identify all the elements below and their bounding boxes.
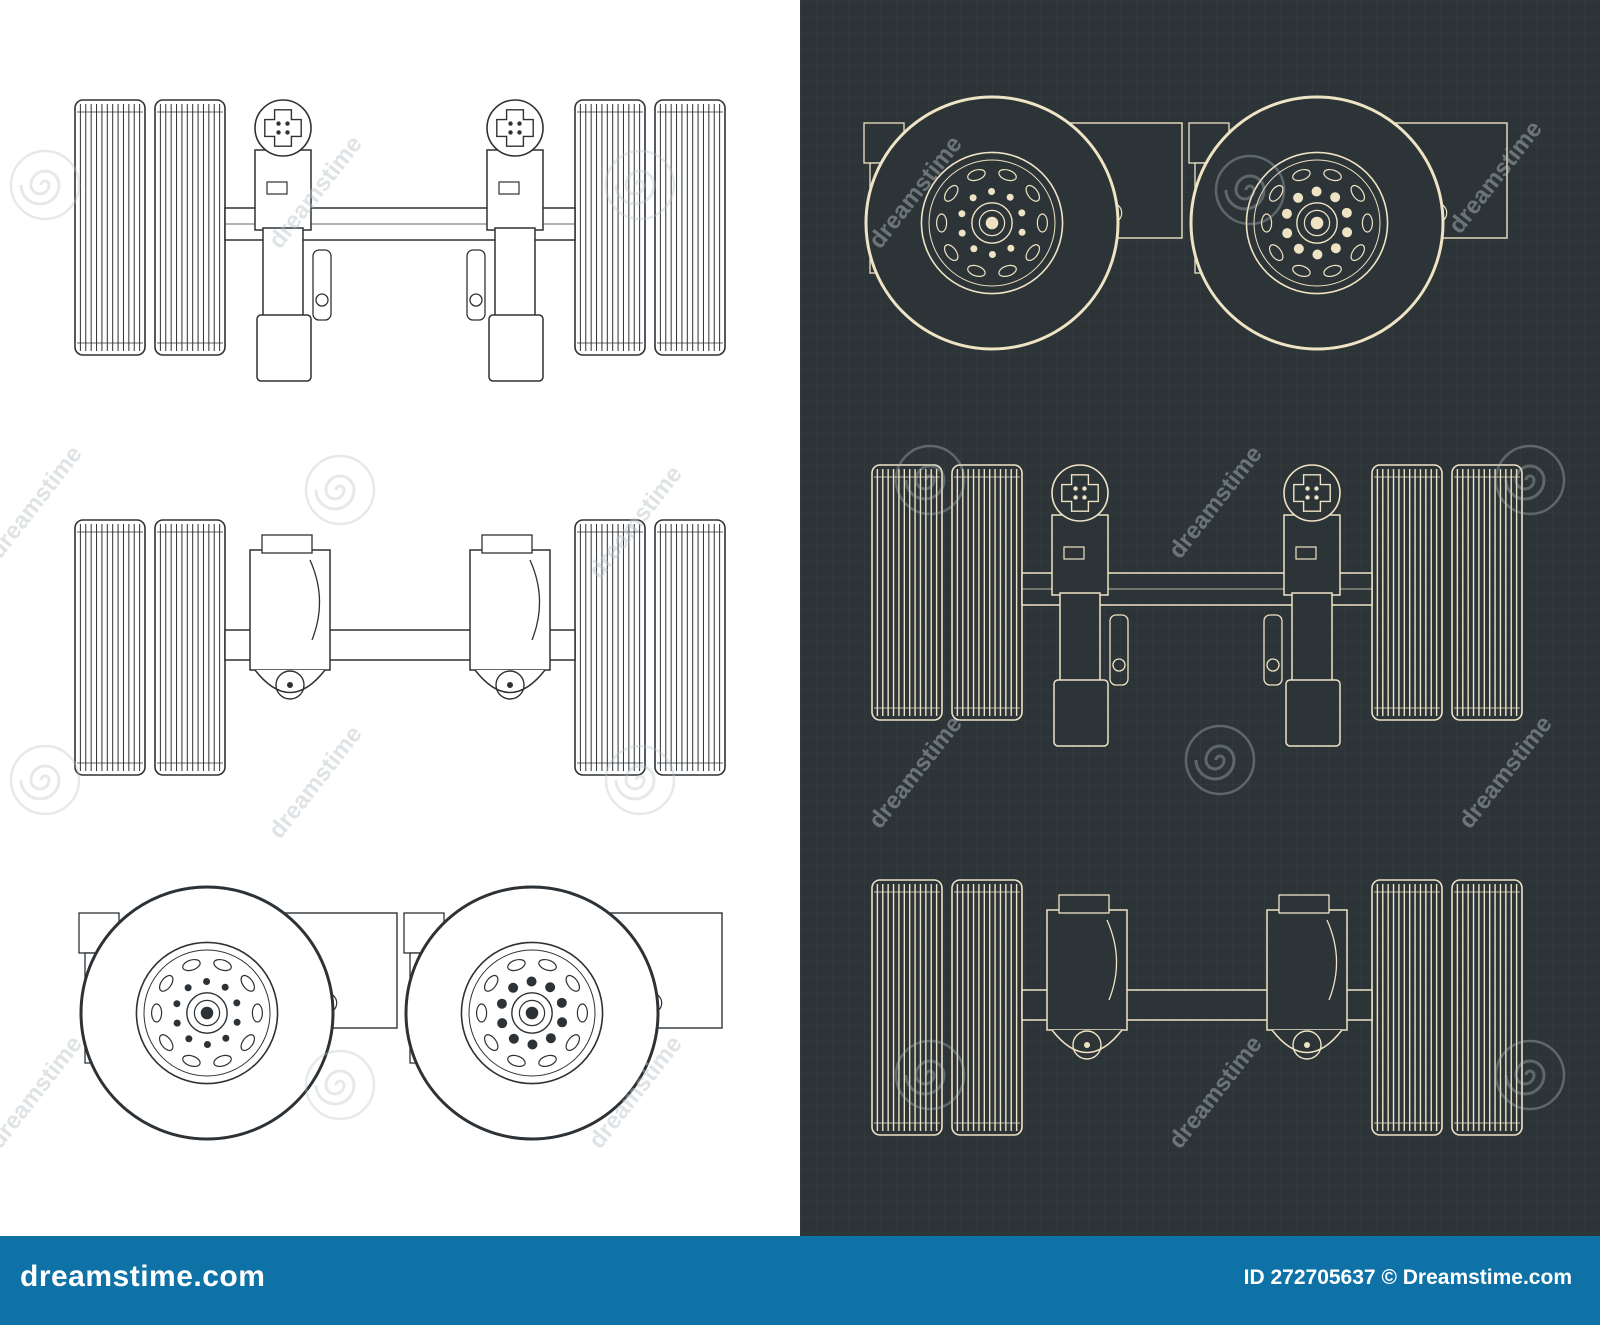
strut xyxy=(254,149,332,382)
tire xyxy=(154,519,226,776)
strut xyxy=(466,149,544,382)
watermark-spiral xyxy=(304,454,376,526)
watermark-spiral xyxy=(1184,724,1256,796)
tire xyxy=(74,99,146,356)
light-panel-drawings xyxy=(74,99,726,1141)
watermark-spiral xyxy=(304,1049,376,1121)
tire xyxy=(154,99,226,356)
wheel-side xyxy=(403,885,723,1141)
tire xyxy=(871,879,943,1136)
wheel-side xyxy=(78,885,398,1141)
watermark-spiral xyxy=(894,444,966,516)
watermark-spiral xyxy=(1494,1039,1566,1111)
watermark-spiral xyxy=(1494,444,1566,516)
tire xyxy=(74,519,146,776)
dark-side-view-drawing xyxy=(863,95,1508,351)
brake-housing xyxy=(469,534,551,700)
footer-background xyxy=(0,1236,1600,1325)
wheel-side xyxy=(1188,95,1508,351)
watermark-spiral xyxy=(604,744,676,816)
strut xyxy=(1263,514,1341,747)
image-id: ID 272705637 xyxy=(1243,1266,1376,1289)
watermark-spiral xyxy=(9,744,81,816)
footer-credit: ID 272705637 © Dreamstime.com xyxy=(1244,1266,1572,1290)
dark-rear-view-drawing xyxy=(871,879,1523,1136)
brake-housing xyxy=(1046,894,1128,1060)
copyright: © Dreamstime.com xyxy=(1381,1266,1572,1289)
strut-pivot xyxy=(1283,464,1341,522)
tire xyxy=(654,99,726,356)
watermark-spiral xyxy=(604,149,676,221)
watermark-spiral xyxy=(894,1039,966,1111)
light-side-view-drawing xyxy=(78,885,723,1141)
strut-pivot xyxy=(254,99,312,157)
strut-pivot xyxy=(1051,464,1109,522)
tire xyxy=(1451,464,1523,721)
tire xyxy=(654,519,726,776)
tire xyxy=(1451,879,1523,1136)
light-top-view-drawing xyxy=(74,99,726,382)
light-rear-view-drawing xyxy=(74,519,726,776)
brake-housing xyxy=(1266,894,1348,1060)
tire xyxy=(871,464,943,721)
tire xyxy=(1371,464,1443,721)
strut xyxy=(1051,514,1129,747)
footer-bar: dreamstime.com ID 272705637 © Dreamstime… xyxy=(0,1236,1600,1325)
tire xyxy=(951,879,1023,1136)
dark-panel-drawings xyxy=(863,95,1523,1136)
tire xyxy=(951,464,1023,721)
wheel-side xyxy=(863,95,1183,351)
footer-logo[interactable]: dreamstime.com xyxy=(20,1260,266,1293)
strut-pivot xyxy=(486,99,544,157)
tire xyxy=(574,99,646,356)
brake-housing xyxy=(249,534,331,700)
watermark-spiral xyxy=(9,149,81,221)
watermark-spiral xyxy=(1214,154,1286,226)
dark-top-view-drawing xyxy=(871,464,1523,747)
